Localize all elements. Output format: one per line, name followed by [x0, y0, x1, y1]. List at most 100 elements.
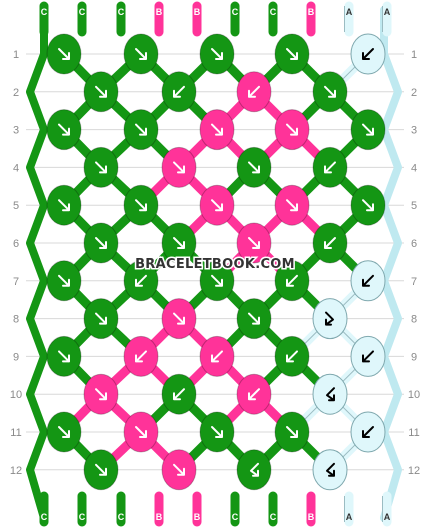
knot-arrow-icon: [173, 463, 185, 476]
knot-arrow-icon: [248, 237, 260, 249]
knot-arrow-icon: [286, 426, 298, 438]
knot-arrow-icon: [173, 85, 185, 98]
knot-arrow-icon: [248, 85, 260, 98]
knot-arrow-icon: [324, 237, 336, 249]
row-number-right: 12: [408, 465, 420, 477]
knot: [312, 298, 348, 340]
knot-arrow-icon: [211, 350, 223, 363]
row-number-left: 12: [10, 465, 22, 477]
row-number-left: 5: [13, 200, 19, 212]
knot-arrow-icon: [211, 48, 223, 60]
knot-arrow-icon: [135, 350, 147, 363]
edge-thread: [380, 6, 402, 522]
knot-arrow-icon: [95, 237, 107, 249]
knot-arrow-icon: [248, 388, 260, 401]
knot-arrow-icon: [173, 161, 185, 174]
top-strand-label: A: [346, 7, 353, 17]
row-number-left: 8: [13, 314, 19, 326]
top-strand-label: C: [118, 7, 125, 17]
knot-arrow-icon: [326, 462, 335, 477]
top-strand-label: B: [156, 7, 163, 17]
knot-arrow-icon: [135, 123, 147, 136]
knot-arrow-icon: [135, 199, 147, 212]
knot-arrow-icon: [58, 426, 70, 438]
knot-arrow-icon: [211, 123, 223, 136]
top-strand-label: B: [308, 7, 315, 17]
knot-arrow-icon: [95, 463, 107, 476]
knot-arrow-icon: [286, 274, 298, 287]
knot: [312, 373, 348, 415]
knot-arrow-icon: [362, 426, 374, 438]
knot-arrow-icon: [173, 388, 185, 401]
row-number-right: 7: [411, 276, 417, 288]
row-number-right: 1: [411, 49, 417, 61]
knot-arrow-icon: [362, 123, 374, 136]
row-number-right: 5: [411, 200, 417, 212]
knot-arrow-icon: [325, 311, 334, 326]
knot-arrow-icon: [250, 462, 259, 477]
knot-arrow-icon: [58, 48, 70, 60]
top-strand-label: A: [384, 7, 391, 17]
knots-layer: [46, 33, 386, 491]
row-number-right: 9: [411, 351, 417, 363]
row-number-left: 10: [10, 389, 22, 401]
knot-arrow-icon: [95, 161, 107, 174]
row-number-left: 11: [10, 427, 21, 439]
knot-arrow-icon: [362, 350, 374, 363]
row-number-right: 8: [411, 314, 417, 326]
knot-arrow-icon: [248, 161, 260, 174]
bottom-strand-label: C: [41, 512, 48, 522]
row-number-left: 7: [13, 276, 19, 288]
knot-arrow-icon: [173, 237, 185, 249]
top-strand-label: C: [79, 7, 86, 17]
top-strand-label: B: [194, 7, 201, 17]
knot-arrow-icon: [326, 387, 335, 402]
knot-arrow-icon: [286, 48, 298, 60]
knot-arrow-icon: [211, 274, 223, 287]
knot-arrow-icon: [362, 274, 374, 287]
row-number-right: 6: [411, 238, 417, 250]
knot-arrow-icon: [286, 350, 298, 363]
bottom-strand-label: A: [346, 512, 353, 522]
knot-arrow-icon: [135, 274, 147, 287]
knot-arrow-icon: [362, 48, 374, 60]
row-number-right: 2: [411, 87, 417, 99]
row-number-left: 3: [13, 125, 19, 137]
bottom-strand-label: C: [232, 512, 239, 522]
knot-arrow-icon: [58, 274, 70, 287]
bottom-strand-label: B: [194, 512, 201, 522]
knot-arrow-icon: [324, 85, 336, 98]
knot-arrow-icon: [135, 48, 147, 60]
row-number-right: 11: [408, 427, 419, 439]
top-strand-label: C: [41, 7, 48, 17]
bottom-strand-label: A: [384, 512, 391, 522]
bottom-strand-label: B: [308, 512, 315, 522]
row-number-left: 9: [13, 351, 19, 363]
knot: [312, 449, 348, 491]
knot-arrow-icon: [58, 123, 70, 136]
row-number-right: 4: [411, 162, 417, 174]
knot: [236, 449, 272, 491]
row-number-left: 1: [13, 49, 19, 61]
knot-arrow-icon: [324, 161, 336, 174]
knot-arrow-icon: [248, 312, 260, 325]
knot-arrow-icon: [58, 350, 70, 363]
row-number-right: 3: [411, 125, 417, 137]
edge-thread: [26, 6, 48, 522]
bottom-strand-label: C: [118, 512, 125, 522]
row-number-left: 4: [13, 162, 19, 174]
knot-arrow-icon: [173, 312, 185, 325]
knot-arrow-icon: [211, 199, 223, 212]
knot-arrow-icon: [135, 426, 147, 438]
bottom-strand-label: C: [270, 512, 277, 522]
row-number-right: 10: [408, 389, 420, 401]
knot-arrow-icon: [211, 426, 223, 438]
knot-arrow-icon: [362, 199, 374, 212]
knot-arrow-icon: [95, 312, 107, 325]
row-number-left: 6: [13, 238, 19, 250]
bottom-strand-label: C: [79, 512, 86, 522]
top-strand-label: C: [232, 7, 239, 17]
knot-arrow-icon: [286, 123, 298, 136]
knot-arrow-icon: [58, 199, 70, 212]
